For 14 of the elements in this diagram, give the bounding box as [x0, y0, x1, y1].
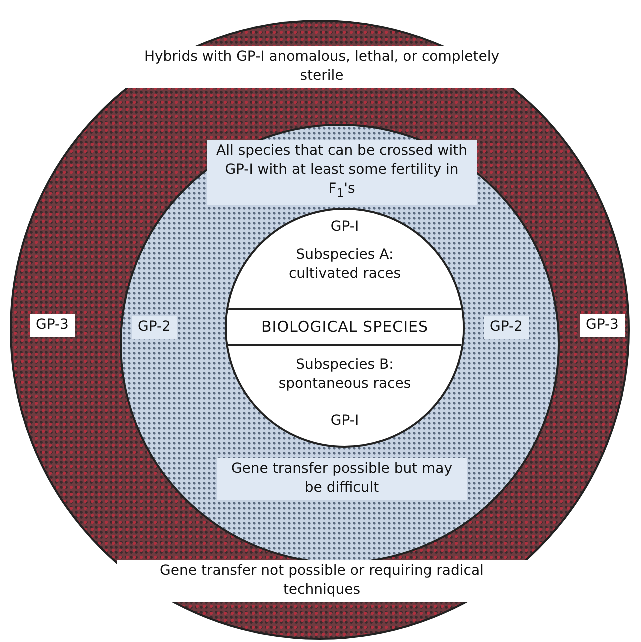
zone-label: GP-3	[30, 314, 75, 337]
zone-label: GP-2	[132, 316, 177, 339]
zone-label: GP-3	[580, 314, 625, 337]
inner-circle	[225, 208, 465, 448]
zone-description: Gene transfer not possible or requiring radical techniques	[117, 560, 527, 602]
zone-description: All species that can be crossed with GP-I with at least some fertility in F$_{1}$'s	[207, 140, 477, 205]
zone-label: GP-I	[330, 412, 360, 431]
zone-label: GP-I	[330, 218, 360, 237]
subspecies-label: Subspecies A: cultivated races	[288, 246, 402, 284]
zone-label: GP-2	[484, 316, 529, 339]
zone-description: Gene transfer possible but may be difficult	[217, 458, 467, 500]
species-band	[227, 308, 463, 346]
band-title: BIOLOGICAL SPECIES	[262, 318, 428, 336]
subspecies-label: Subspecies B: spontaneous races	[278, 356, 412, 394]
